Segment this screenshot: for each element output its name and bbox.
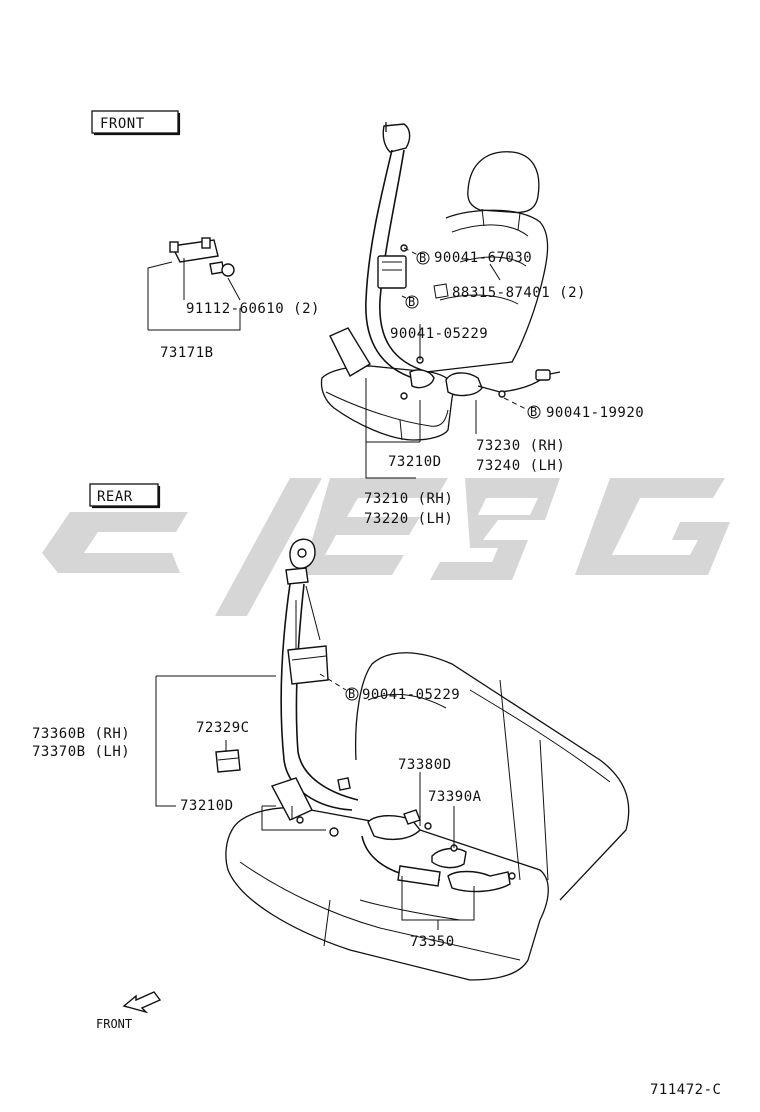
- front-seat-drawing: [320, 151, 549, 441]
- diagram-id: 711472-C: [650, 1082, 721, 1098]
- front-callout-labels: 90041-67030 88315-87401 (2) 90041-05229 …: [160, 250, 644, 527]
- front-section-label: FRONT: [91, 110, 181, 136]
- callout-front-73210d: 73210D: [388, 454, 442, 470]
- callout-rear-73210d: 73210D: [180, 798, 234, 814]
- rear-leader-lines: [155, 673, 475, 930]
- callout-73220-lh: 73220 (LH): [364, 511, 453, 527]
- front-label-text: FRONT: [100, 116, 145, 132]
- front-bracket-drawing: [169, 237, 235, 277]
- callout-72329c: 72329C: [196, 720, 250, 736]
- callout-90041-05229: 90041-05229: [390, 326, 488, 342]
- callout-73390a: 73390A: [428, 789, 482, 805]
- callout-90041-19920: 90041-19920: [546, 405, 644, 421]
- callout-73230-rh: 73230 (RH): [476, 438, 565, 454]
- callout-73380d: 73380D: [398, 757, 452, 773]
- callout-73360b-rh: 73360B (RH): [32, 726, 130, 742]
- callout-91112-60610: 91112-60610 (2): [186, 301, 320, 317]
- bolt-symbol-3: B: [530, 405, 537, 419]
- callout-73210-rh: 73210 (RH): [364, 491, 453, 507]
- front-seat-belt: [329, 122, 561, 400]
- watermark-logo: [42, 478, 730, 616]
- callout-73370b-lh: 73370B (LH): [32, 744, 130, 760]
- bolt-symbol-4: B: [348, 687, 355, 701]
- callout-73171b: 73171B: [160, 345, 214, 361]
- rear-seat-belt: [215, 538, 516, 893]
- callout-73350: 73350: [410, 934, 455, 950]
- callout-90041-67030: 90041-67030: [434, 250, 532, 266]
- front-arrow-text: FRONT: [96, 1017, 132, 1031]
- front-bolt-markers: B B B: [405, 251, 541, 419]
- bolt-symbol-2: B: [408, 295, 415, 309]
- bolt-symbol-1: B: [419, 251, 426, 265]
- rear-callout-labels: 90041-05229 73360B (RH) 73370B (LH) 7232…: [32, 687, 482, 950]
- callout-73240-lh: 73240 (LH): [476, 458, 565, 474]
- callout-rear-90041-05229: 90041-05229: [362, 687, 460, 703]
- rear-bolt-markers: B: [345, 687, 359, 701]
- rear-label-text: REAR: [97, 489, 133, 505]
- front-leader-lines: [147, 247, 529, 479]
- rear-section-label: REAR: [89, 483, 161, 509]
- front-direction-arrow: FRONT: [96, 991, 162, 1031]
- callout-88315-87401: 88315-87401 (2): [452, 285, 586, 301]
